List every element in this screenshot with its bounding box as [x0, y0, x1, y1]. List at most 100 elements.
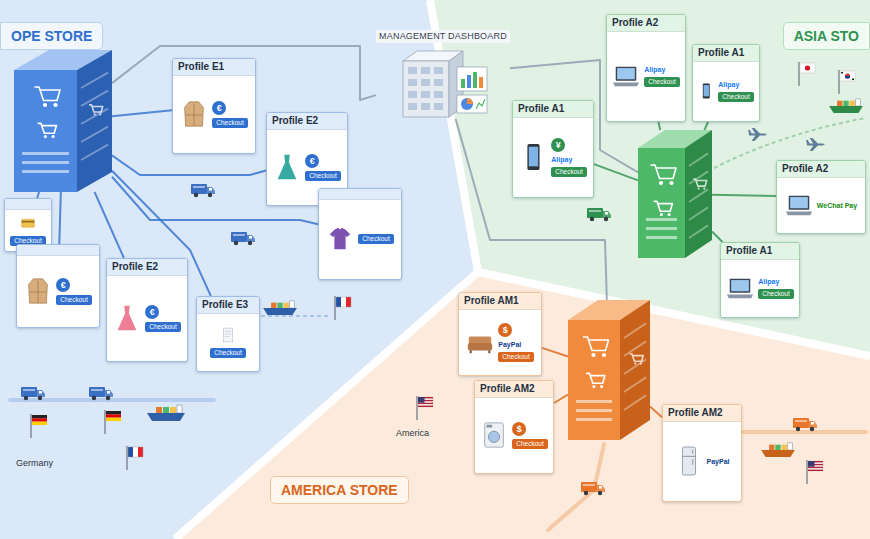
- cart-wheel: [52, 135, 55, 138]
- tower-side: [77, 50, 112, 192]
- product-phone: [528, 144, 540, 170]
- cart-wheel: [99, 113, 101, 115]
- product-laptop: [616, 67, 637, 81]
- building-window: [408, 103, 417, 110]
- product-phone: [704, 85, 709, 96]
- cart-icon: [89, 105, 103, 112]
- cart-wheel: [44, 135, 47, 138]
- cart-icon: [38, 123, 57, 133]
- dashboard-screen: [457, 95, 487, 113]
- checkout-button: Checkout: [305, 171, 340, 181]
- product-laptop: [786, 212, 812, 216]
- dashboard-screen: [457, 67, 487, 91]
- cart-icon: [630, 354, 644, 361]
- currency-badge: $: [498, 323, 512, 337]
- dashboard-building-art: [397, 43, 489, 119]
- currency-badge: €: [212, 101, 226, 115]
- building-window: [408, 91, 417, 98]
- currency-badge: $: [512, 422, 526, 436]
- product-washer: [489, 431, 500, 442]
- window-bar: [319, 189, 401, 200]
- checkout-button: Checkout: [512, 439, 547, 449]
- product-laptop: [727, 295, 753, 299]
- chart-pie: [467, 98, 473, 104]
- product-sofa: [489, 350, 491, 353]
- building-window: [421, 91, 430, 98]
- product-laptop: [789, 196, 810, 210]
- profile-card: Profile A2WeChat Pay: [776, 160, 866, 234]
- store-tower: [568, 300, 650, 440]
- tower-stripe: [22, 152, 69, 155]
- profile-card: Profile E1€Checkout: [172, 58, 256, 154]
- chart-line: [476, 99, 485, 109]
- product-fridge: [682, 450, 695, 465]
- dashboard-label: MANAGEMENT DASHBOARD: [376, 30, 510, 43]
- checkout-button: Checkout: [758, 289, 793, 299]
- chart-bar: [461, 79, 465, 88]
- cart-icon: [693, 179, 707, 186]
- building-window: [434, 79, 443, 86]
- product-icon: [698, 82, 714, 100]
- profile-title: Profile A2: [777, 161, 865, 178]
- cart-icon: [654, 201, 673, 211]
- payment-label: PayPal: [707, 457, 730, 466]
- tower-front: [14, 70, 77, 192]
- tower-stripe: [81, 109, 108, 124]
- profile-card: Profile A1¥AlipayCheckout: [512, 100, 594, 198]
- tower-stripe: [689, 171, 708, 184]
- tower-stripe: [689, 207, 708, 220]
- payment-label: Alipay: [644, 65, 665, 74]
- product-phone: [529, 147, 538, 167]
- product-page: [225, 331, 231, 336]
- country-label: America: [394, 428, 431, 439]
- product-icon: [24, 276, 52, 306]
- building-front: [403, 61, 449, 117]
- window-bar: [5, 199, 51, 210]
- payment-label: PayPal: [498, 340, 521, 349]
- cart-wheel: [668, 213, 671, 216]
- chart-pie: [461, 98, 473, 110]
- store-label: ASIA STO: [783, 22, 870, 50]
- product-icon: [273, 152, 301, 182]
- product-washer: [485, 423, 504, 447]
- cart-wheel: [600, 385, 603, 388]
- product-icon: [519, 142, 547, 172]
- tower-stripe: [22, 170, 69, 173]
- product-sofa: [470, 350, 472, 353]
- cart-wheel: [634, 362, 636, 364]
- cart-icon: [651, 165, 677, 179]
- cart-icon: [35, 87, 61, 101]
- profile-card: Profile E2€Checkout: [106, 258, 188, 362]
- checkout-button: Checkout: [498, 352, 533, 362]
- currency-badge: €: [305, 154, 319, 168]
- product-page: [223, 328, 233, 342]
- payment-label: Alipay: [758, 277, 779, 286]
- payment-label: Alipay: [718, 80, 739, 89]
- checkout-button: Checkout: [551, 167, 586, 177]
- cart-wheel: [592, 385, 595, 388]
- product-coat: [29, 279, 48, 303]
- tower-stripe: [624, 323, 646, 338]
- product-fridge: [682, 447, 695, 475]
- product-coat: [185, 102, 204, 126]
- product-card: [22, 219, 35, 227]
- network-link: [712, 195, 776, 196]
- cart-wheel: [660, 213, 663, 216]
- tower-side: [620, 300, 650, 440]
- cart-wheel: [669, 181, 673, 185]
- checkout-button: Checkout: [145, 322, 180, 332]
- cart-icon: [586, 373, 605, 383]
- profile-title: Profile A1: [721, 243, 799, 260]
- cart-wheel: [591, 353, 595, 357]
- profile-title: Profile E3: [197, 297, 259, 314]
- product-shirt: [330, 228, 351, 249]
- tower-stripe: [689, 153, 708, 166]
- product-washer: [487, 425, 493, 428]
- building-window: [408, 67, 417, 74]
- building-window: [421, 79, 430, 86]
- store-label: AMERICA STORE: [270, 476, 409, 504]
- chart-bar: [479, 77, 483, 88]
- tower-stripe: [689, 189, 708, 202]
- building-window: [434, 91, 443, 98]
- product-dress: [118, 306, 137, 330]
